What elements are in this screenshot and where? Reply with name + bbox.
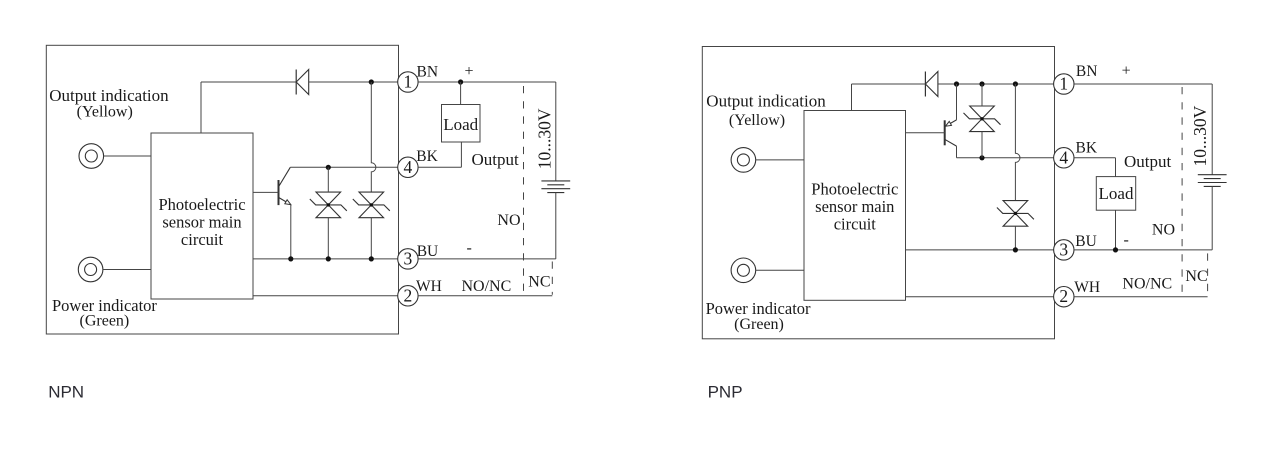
svg-text:BU: BU [417, 243, 439, 260]
svg-text:-: - [467, 240, 472, 257]
svg-text:BK: BK [416, 148, 438, 165]
svg-text:Output indication: Output indication [49, 86, 169, 105]
svg-text:NC: NC [1185, 268, 1207, 285]
svg-text:BK: BK [1076, 139, 1098, 156]
svg-text:(Yellow): (Yellow) [77, 103, 133, 120]
svg-text:10...30V: 10...30V [1190, 105, 1210, 166]
svg-text:1: 1 [1059, 74, 1068, 94]
svg-text:Power indicator: Power indicator [52, 296, 157, 315]
svg-text:Photoelectric: Photoelectric [158, 195, 245, 214]
svg-text:2: 2 [1059, 286, 1068, 306]
svg-text:2: 2 [404, 285, 413, 305]
svg-text:WH: WH [416, 278, 442, 295]
svg-text:+: + [464, 63, 473, 80]
svg-text:10...30V: 10...30V [535, 108, 555, 169]
svg-text:Output indication: Output indication [706, 91, 826, 110]
svg-text:(Green): (Green) [734, 316, 784, 333]
svg-text:NO: NO [1152, 222, 1175, 239]
svg-text:Photoelectric: Photoelectric [811, 180, 898, 199]
svg-text:BN: BN [417, 64, 439, 81]
svg-text:BU: BU [1075, 233, 1097, 250]
svg-text:4: 4 [1059, 147, 1068, 167]
svg-text:NC: NC [528, 274, 550, 291]
svg-text:sensor main: sensor main [815, 197, 894, 216]
svg-text:Load: Load [1099, 184, 1134, 203]
svg-text:Output: Output [1124, 152, 1172, 171]
svg-text:Load: Load [443, 115, 478, 134]
svg-text:NO: NO [497, 212, 520, 229]
svg-text:Power indicator: Power indicator [706, 299, 811, 318]
svg-text:BN: BN [1076, 63, 1098, 80]
svg-text:WH: WH [1074, 279, 1100, 296]
svg-text:1: 1 [404, 72, 413, 92]
svg-text:PNP: PNP [708, 383, 743, 402]
svg-text:+: + [1122, 63, 1131, 80]
svg-text:NO/NC: NO/NC [1122, 276, 1172, 293]
svg-text:3: 3 [404, 248, 413, 268]
svg-text:-: - [1124, 232, 1129, 249]
svg-text:circuit: circuit [834, 214, 877, 233]
svg-text:sensor main: sensor main [162, 213, 241, 232]
svg-text:(Yellow): (Yellow) [729, 112, 785, 129]
svg-text:NO/NC: NO/NC [462, 278, 512, 295]
svg-text:NPN: NPN [48, 382, 84, 401]
svg-text:circuit: circuit [181, 230, 224, 249]
svg-text:Output: Output [472, 150, 520, 169]
svg-text:4: 4 [404, 157, 413, 177]
svg-text:(Green): (Green) [80, 313, 130, 330]
svg-text:3: 3 [1059, 239, 1068, 259]
